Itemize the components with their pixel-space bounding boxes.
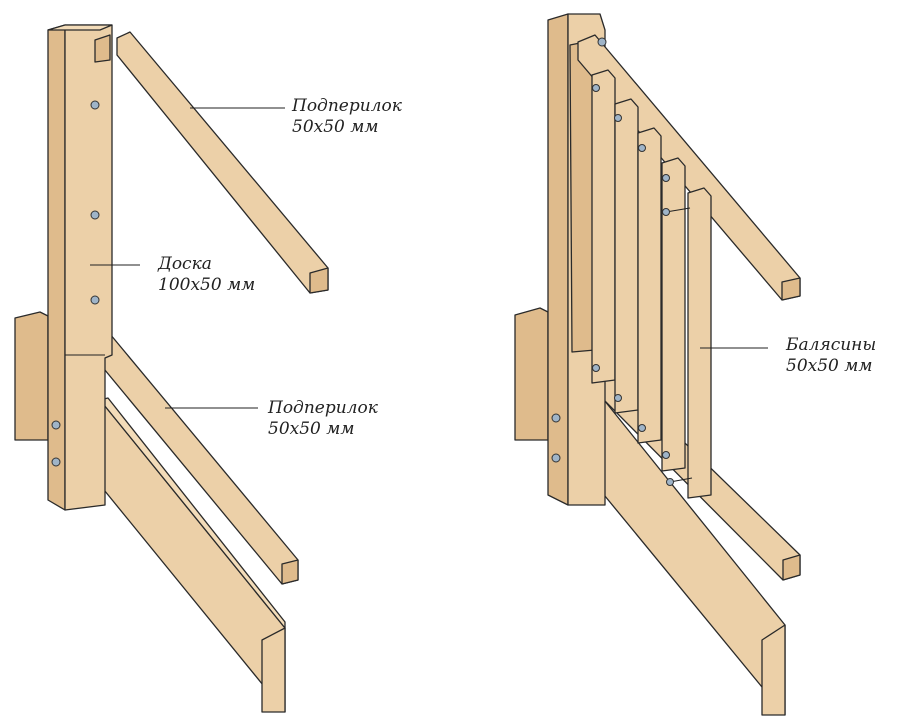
post-left xyxy=(47,24,113,511)
top-rail-left xyxy=(116,31,329,294)
label-middle-rail-name: Подперилок xyxy=(268,398,378,418)
balusters xyxy=(591,69,712,499)
label-board: Доска 100х50 мм xyxy=(158,254,255,296)
left-assembly xyxy=(14,24,329,713)
lower-board-left xyxy=(14,311,286,713)
label-top-rail-size: 50х50 мм xyxy=(292,117,379,137)
label-board-name: Доска xyxy=(158,254,212,274)
label-middle-rail-size: 50х50 мм xyxy=(268,419,355,439)
label-middle-rail: Подперилок 50х50 мм xyxy=(268,398,378,440)
label-top-rail-name: Подперилок xyxy=(292,96,402,116)
label-balusters-size: 50х50 мм xyxy=(786,356,873,376)
label-balusters-name: Балясины xyxy=(786,335,877,355)
right-assembly xyxy=(514,13,801,716)
label-balusters: Балясины 50х50 мм xyxy=(786,335,876,377)
label-board-size: 100х50 мм xyxy=(158,275,256,295)
label-top-rail: Подперилок 50х50 мм xyxy=(292,96,402,138)
